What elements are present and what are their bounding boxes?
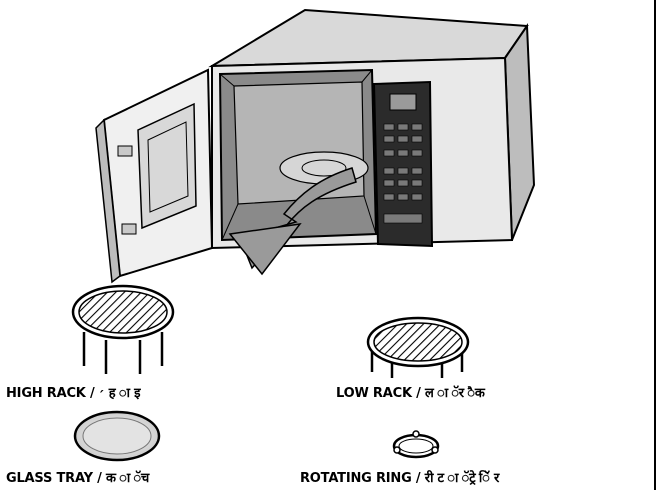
microwave-oven: [208, 8, 536, 250]
page-edge-rule: [654, 0, 656, 490]
low-rack: [366, 316, 470, 378]
low-rack-label: LOW RACK / ल ा ॅर ैक: [336, 386, 485, 401]
glass-tray: [73, 410, 161, 462]
rotating-ring-label: ROTATING RING / री ट ा ॅट्रे ॅि र: [300, 471, 500, 486]
high-rack-label: HIGH RACK / ׳ ह ा इ: [6, 386, 141, 401]
glass-tray-label: GLASS TRAY / क ा ॅच: [6, 471, 150, 486]
insertion-arrow: [228, 167, 357, 276]
high-rack: [71, 284, 175, 374]
open-door: [95, 68, 214, 284]
rotating-ring: [392, 430, 440, 459]
